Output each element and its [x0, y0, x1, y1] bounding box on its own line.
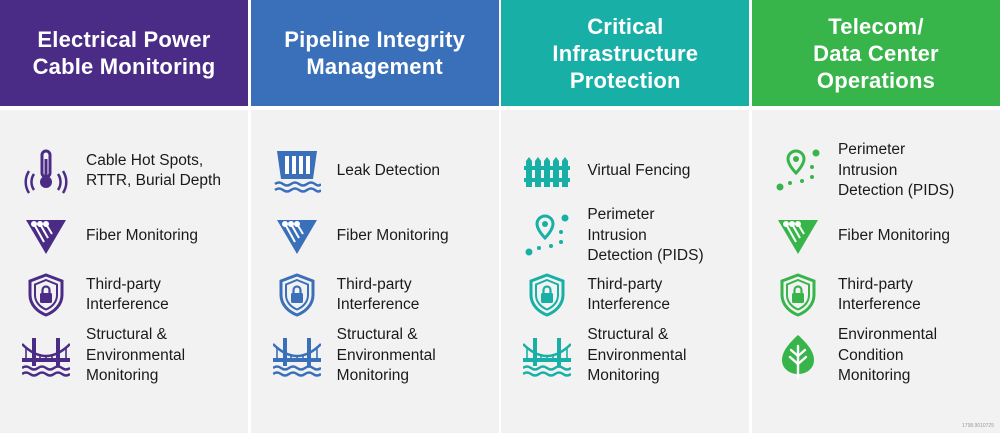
item-label: Structural & Environmental Monitoring [587, 326, 687, 385]
dam-icon [271, 145, 323, 197]
column-header: Telecom/ Data Center Operations [751, 0, 1000, 106]
list-item: Third-party Interference [20, 265, 242, 325]
column-title: Telecom/ Data Center Operations [813, 13, 939, 93]
shield-lock-icon [271, 269, 323, 321]
column-4: Telecom/ Data Center Operations Perimete… [751, 0, 1000, 433]
column-body: Perimeter Intrusion Detection (PIDS) Fib… [751, 110, 1000, 433]
item-label: Cable Hot Spots, RTTR, Burial Depth [86, 151, 221, 190]
location-pin-icon [521, 210, 573, 262]
item-label: Structural & Environmental Monitoring [336, 326, 436, 385]
item-label: Virtual Fencing [587, 161, 691, 179]
list-item: Structural & Environmental Monitoring [271, 326, 493, 386]
item-label: Perimeter Intrusion Detection (PIDS) [587, 206, 704, 265]
item-label: Environmental Condition Monitoring [837, 326, 938, 385]
list-item: Fiber Monitoring [20, 206, 242, 266]
list-item: Leak Detection [271, 141, 493, 201]
fiber-icon [271, 210, 323, 262]
column-title: Electrical Power Cable Monitoring [32, 27, 216, 79]
list-item: Third-party Interference [772, 265, 994, 325]
list-item: Third-party Interference [271, 265, 493, 325]
header-divider [250, 106, 499, 110]
column-3: Critical Infrastructure Protection Virtu… [501, 0, 750, 433]
header-divider [0, 106, 248, 110]
footnote: 1798.9010725 [962, 423, 994, 429]
bridge-icon [271, 330, 323, 382]
list-item: Fiber Monitoring [772, 206, 994, 266]
list-item: Structural & Environmental Monitoring [521, 326, 743, 386]
item-label: Structural & Environmental Monitoring [86, 326, 186, 385]
list-item: Structural & Environmental Monitoring [20, 326, 242, 386]
thermometer-icon [20, 145, 72, 197]
column-header: Pipeline Integrity Management [250, 0, 499, 106]
item-label: Fiber Monitoring [86, 226, 198, 244]
item-label: Third-party Interference [587, 275, 671, 314]
column-header: Electrical Power Cable Monitoring [0, 0, 248, 106]
column-body: Leak Detection Fiber Monitoring Third-pa… [250, 110, 499, 433]
fence-icon [521, 145, 573, 197]
list-item: Cable Hot Spots, RTTR, Burial Depth [20, 141, 242, 201]
list-item: Fiber Monitoring [271, 206, 493, 266]
item-label: Third-party Interference [86, 275, 169, 314]
shield-lock-icon [20, 269, 72, 321]
item-label: Fiber Monitoring [336, 226, 449, 244]
list-item: Perimeter Intrusion Detection (PIDS) [521, 206, 743, 266]
leaf-icon [772, 330, 824, 382]
column-2: Pipeline Integrity Management Leak Detec… [250, 0, 499, 433]
list-item: Perimeter Intrusion Detection (PIDS) [772, 141, 994, 201]
bridge-icon [20, 330, 72, 382]
column-body: Virtual Fencing Perimeter Intrusion Dete… [501, 110, 750, 433]
list-item: Virtual Fencing [521, 141, 743, 201]
column-header: Critical Infrastructure Protection [501, 0, 750, 106]
fiber-icon [20, 210, 72, 262]
bridge-icon [521, 330, 573, 382]
shield-lock-icon [772, 269, 824, 321]
column-body: Cable Hot Spots, RTTR, Burial Depth Fibe… [0, 110, 248, 433]
column-title: Pipeline Integrity Management [284, 27, 466, 79]
fiber-icon [772, 210, 824, 262]
location-pin-icon [772, 145, 824, 197]
header-divider [751, 106, 1000, 110]
item-label: Perimeter Intrusion Detection (PIDS) [837, 141, 955, 200]
item-label: Leak Detection [336, 161, 441, 179]
header-divider [501, 106, 750, 110]
list-item: Third-party Interference [521, 265, 743, 325]
column-title: Critical Infrastructure Protection [552, 13, 699, 93]
list-item: Environmental Condition Monitoring [772, 326, 994, 386]
item-label: Third-party Interference [336, 275, 420, 314]
item-label: Third-party Interference [837, 275, 921, 314]
column-1: Electrical Power Cable Monitoring Cable … [0, 0, 248, 433]
item-label: Fiber Monitoring [837, 226, 950, 244]
shield-lock-icon [521, 269, 573, 321]
